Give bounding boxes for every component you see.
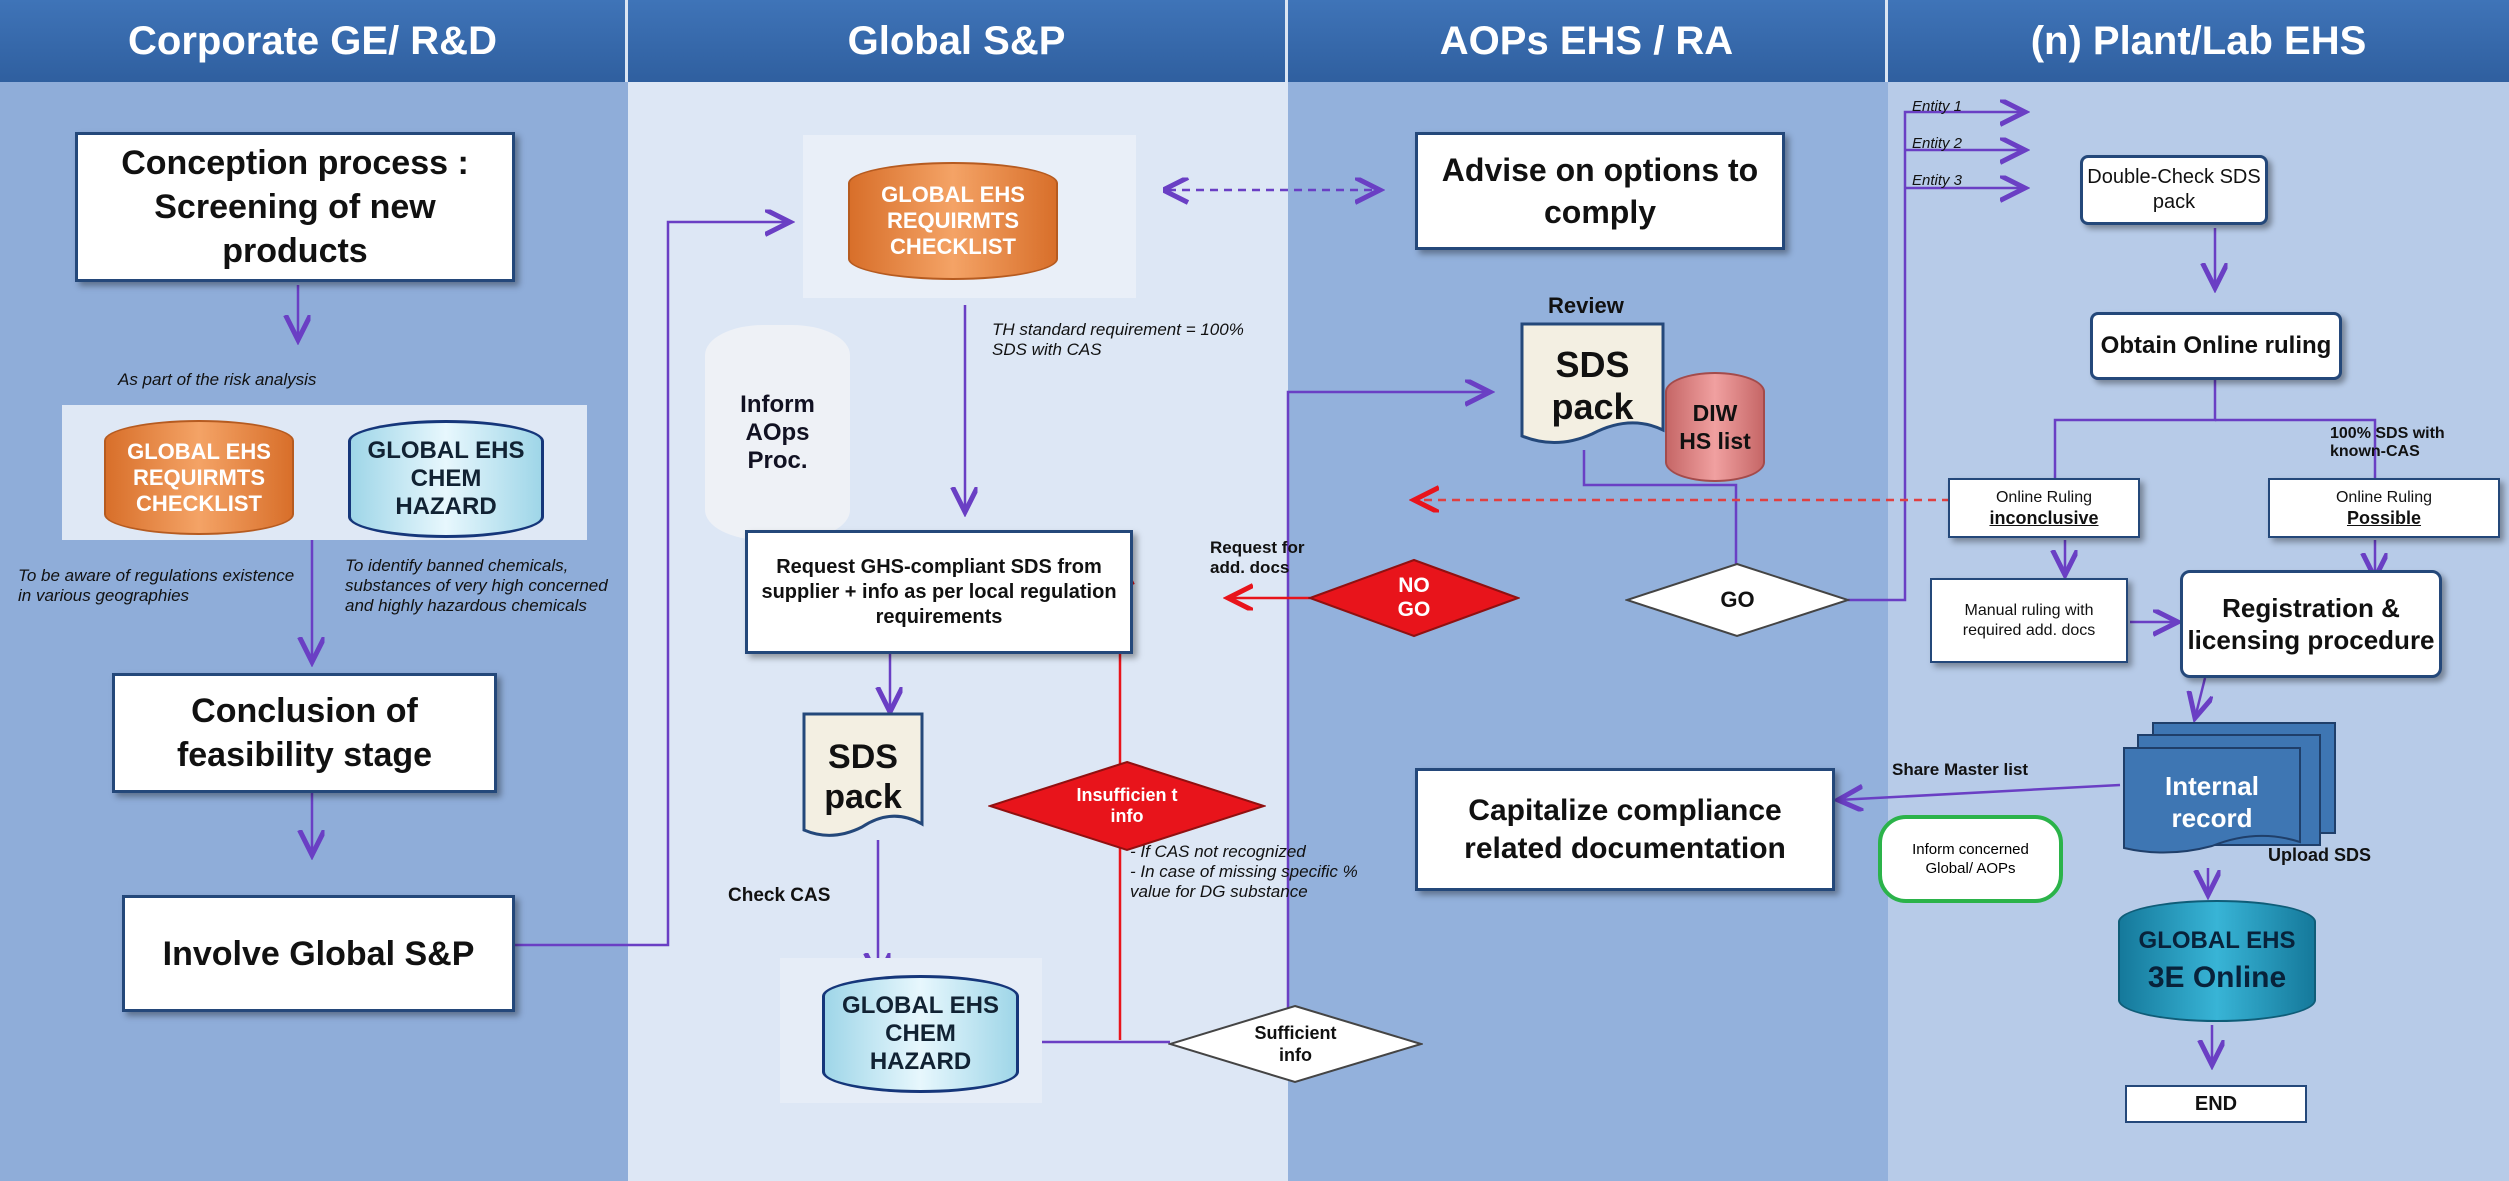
end-box: END xyxy=(2125,1085,2307,1123)
sufficient-info-label: Sufficient info xyxy=(1254,1023,1337,1065)
entity-1-label: Entity 1 xyxy=(1912,98,1963,115)
three-e-line2: 3E Online xyxy=(2147,961,2287,994)
check-cas-label: Check CAS xyxy=(728,885,831,906)
conclusion-feasibility-box: Conclusion of feasibility stage xyxy=(112,673,497,793)
diamond-shape-icon xyxy=(1168,1004,1423,1084)
capitalize-documentation-box: Capitalize compliance related documentat… xyxy=(1415,768,1835,891)
lane-header-plant: (n) Plant/Lab EHS xyxy=(1888,0,2509,82)
diamond-shape-icon xyxy=(1625,562,1850,638)
ruling-inconclusive-box: Online Ruling inconclusive xyxy=(1948,478,2140,538)
document-shape-icon xyxy=(2123,747,2301,854)
known-cas-note: 100% SDS with known-CAS xyxy=(2330,425,2445,460)
internal-record-doc: Internal record xyxy=(2122,746,2302,858)
no-go-diamond: NO GO xyxy=(1308,558,1520,638)
possible-line1: Online Ruling xyxy=(2335,489,2433,506)
th-standard-note: TH standard requirement = 100% SDS with … xyxy=(992,320,1244,359)
conception-process-box: Conception process : Screening of new pr… xyxy=(75,132,515,282)
risk-analysis-note: As part of the risk analysis xyxy=(118,370,317,389)
lane-header-corporate: Corporate GE/ R&D xyxy=(0,0,628,82)
inform-concerned-badge: Inform concerned Global/ AOPs xyxy=(1878,815,2063,903)
global-sds-pack-label: SDS pack xyxy=(824,738,902,816)
insufficient-info-diamond: Insufficien t info xyxy=(988,760,1266,852)
request-docs-label: Request for add. docs xyxy=(1210,538,1305,577)
share-master-list-label: Share Master list xyxy=(1892,760,2029,779)
involve-global-sp-box: Involve Global S&P xyxy=(122,895,515,1012)
corporate-chem-hazard-db: GLOBAL EHS CHEM HAZARD xyxy=(348,420,544,538)
diamond-shape-icon xyxy=(988,760,1266,852)
note-banned-chemicals: To identify banned chemicals, substances… xyxy=(345,556,608,615)
entity-3-label: Entity 3 xyxy=(1912,172,1963,189)
review-label: Review xyxy=(1548,293,1624,318)
three-e-online-db: GLOBAL EHS 3E Online xyxy=(2118,900,2316,1022)
global-chem-hazard-db: GLOBAL EHS CHEM HAZARD xyxy=(822,975,1019,1093)
inconclusive-line2: inconclusive xyxy=(1989,508,2099,528)
no-go-label: NO GO xyxy=(1397,574,1431,621)
upload-sds-label: Upload SDS xyxy=(2268,845,2372,865)
registration-licensing-box: Registration & licensing procedure xyxy=(2180,570,2442,678)
three-e-line1: GLOBAL EHS xyxy=(2138,927,2296,954)
diamond-shape-icon xyxy=(1308,558,1520,638)
obtain-ruling-box: Obtain Online ruling xyxy=(2090,312,2342,380)
aops-sds-pack-label: SDS pack xyxy=(1551,344,1634,427)
ruling-possible-box: Online Ruling Possible xyxy=(2268,478,2500,538)
double-check-box: Double-Check SDS pack xyxy=(2080,155,2268,225)
note-regulations: To be aware of regulations existence in … xyxy=(18,566,295,605)
internal-record-label: Internal record xyxy=(2165,771,2259,833)
aops-sds-pack-doc: SDS pack xyxy=(1520,322,1665,450)
global-requirements-db: GLOBAL EHS REQUIRMTS CHECKLIST xyxy=(848,162,1058,280)
lane-header-aops: AOPs EHS / RA xyxy=(1288,0,1888,82)
internal-record-stack: Internal record xyxy=(2122,722,2337,872)
go-label: GO xyxy=(1720,587,1755,612)
document-shape-icon xyxy=(802,712,924,837)
sufficient-info-diamond: Sufficient info xyxy=(1168,1004,1423,1084)
diw-hs-list-db: DIW HS list xyxy=(1665,372,1765,482)
lane-header-global-sp: Global S&P xyxy=(628,0,1288,82)
document-shape-icon xyxy=(1520,322,1665,445)
advise-options-box: Advise on options to comply xyxy=(1415,132,1785,250)
manual-ruling-box: Manual ruling with required add. docs xyxy=(1930,578,2128,663)
go-diamond: GO xyxy=(1625,562,1850,638)
insufficient-note: - If CAS not recognized - In case of mis… xyxy=(1130,842,1358,901)
inconclusive-line1: Online Ruling xyxy=(1995,489,2093,506)
insufficient-info-label: Insufficien t info xyxy=(1076,785,1178,826)
entity-2-label: Entity 2 xyxy=(1912,135,1963,152)
global-sds-pack-doc: SDS pack xyxy=(802,712,924,842)
inform-aops-cylinder: Inform AOps Proc. xyxy=(705,325,850,540)
request-sds-box: Request GHS-compliant SDS from supplier … xyxy=(745,530,1133,654)
corporate-requirements-db: GLOBAL EHS REQUIRMTS CHECKLIST xyxy=(104,420,294,535)
possible-line2: Possible xyxy=(2346,508,2422,528)
